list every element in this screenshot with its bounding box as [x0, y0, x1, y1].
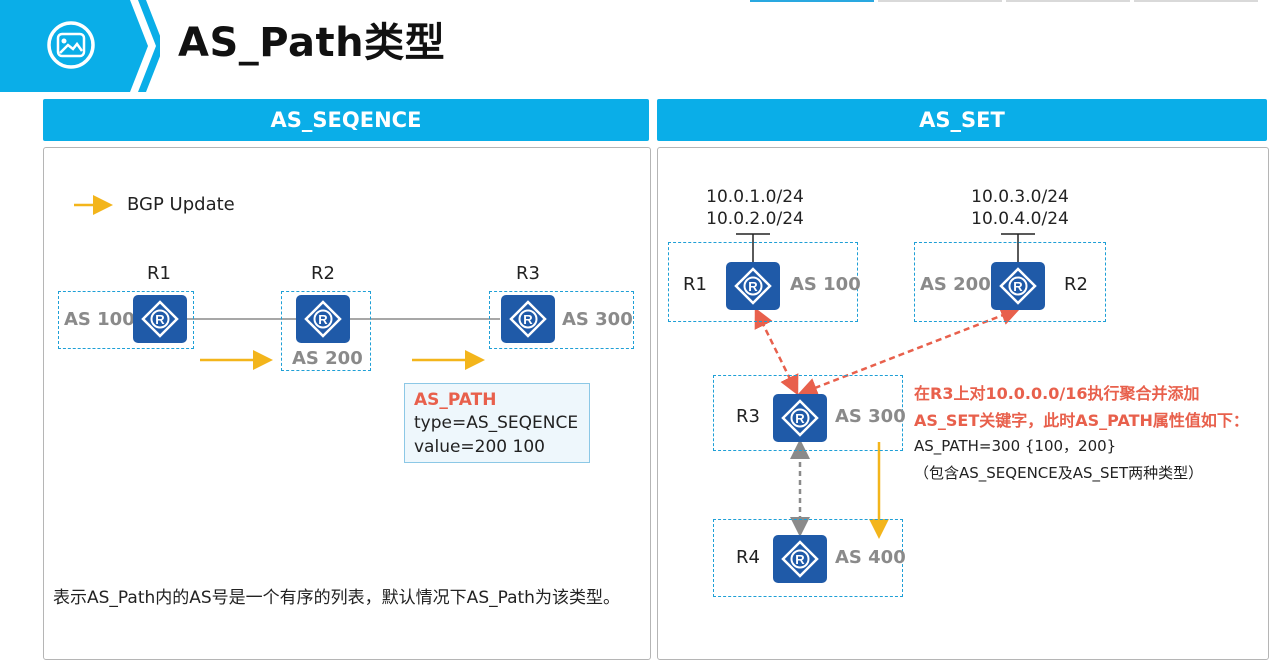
router-icon: R — [133, 295, 187, 343]
note-line-4: （包含AS_SEQENCE及AS_SET两种类型） — [914, 464, 1204, 482]
network-prefix: 10.0.3.0/24 — [971, 187, 1069, 207]
router-name-r1: R1 — [147, 263, 171, 284]
as-box-r3 — [713, 375, 903, 451]
as-box-200 — [281, 291, 371, 371]
section-header-as-set: AS_SET — [657, 99, 1267, 141]
as-label-100: AS 100 — [790, 274, 861, 295]
top-tab — [878, 0, 1002, 2]
network-prefix: 10.0.1.0/24 — [706, 187, 804, 207]
router-icon: R — [501, 295, 555, 343]
as-box-r2 — [914, 242, 1106, 322]
info-title: AS_PATH — [414, 390, 497, 410]
description-text: 表示AS_Path内的AS号是一个有序的列表，默认情况下AS_Path为该类型。 — [53, 588, 620, 608]
note-line-1: 在R3上对10.0.0.0/16执行聚合并添加 — [914, 384, 1200, 403]
as-box-300 — [489, 291, 634, 349]
note-line-2: AS_SET关键字，此时AS_PATH属性值如下： — [914, 411, 1249, 430]
as-box-r1 — [668, 242, 858, 322]
svg-text:R: R — [155, 312, 165, 327]
router-icon: R — [773, 535, 827, 583]
right-panel — [657, 147, 1269, 660]
as-path-info-box: AS_PATH type=AS_SEQENCE value=200 100 — [404, 383, 590, 463]
network-prefix: 10.0.4.0/24 — [971, 209, 1069, 229]
as-box-100 — [58, 291, 194, 349]
router-name-r3: R3 — [516, 263, 540, 284]
router-icon: R — [991, 262, 1045, 310]
info-value: value=200 100 — [414, 437, 545, 457]
as-label-300: AS 300 — [835, 406, 906, 427]
r1-networks: 10.0.1.0/24 10.0.2.0/24 — [700, 186, 810, 230]
router-name-r1: R1 — [683, 274, 707, 295]
note-line-3: AS_PATH=300 {100，200} — [914, 437, 1117, 455]
as-label-300: AS 300 — [562, 309, 633, 330]
svg-text:R: R — [795, 411, 805, 426]
as-label-200: AS 200 — [292, 348, 363, 369]
r2-networks: 10.0.3.0/24 10.0.4.0/24 — [965, 186, 1075, 230]
svg-text:R: R — [318, 312, 328, 327]
router-icon: R — [773, 394, 827, 442]
svg-text:R: R — [523, 312, 533, 327]
as-label-400: AS 400 — [835, 547, 906, 568]
svg-text:R: R — [795, 552, 805, 567]
router-icon: R — [296, 295, 350, 343]
as-box-r4 — [713, 519, 903, 597]
network-prefix: 10.0.2.0/24 — [706, 209, 804, 229]
router-name-r2: R2 — [1064, 274, 1088, 295]
info-type: type=AS_SEQENCE — [414, 413, 579, 433]
as-label-200: AS 200 — [920, 274, 991, 295]
top-tab-active — [750, 0, 874, 2]
image-icon — [47, 21, 95, 69]
top-tab — [1006, 0, 1130, 2]
router-name-r3: R3 — [736, 406, 760, 427]
page-title: AS_Path类型 — [178, 20, 446, 66]
top-tab — [1134, 0, 1258, 2]
section-header-as-seqence: AS_SEQENCE — [43, 99, 649, 141]
as-label-100: AS 100 — [64, 309, 135, 330]
router-icon: R — [726, 262, 780, 310]
svg-text:R: R — [1013, 279, 1023, 294]
router-name-r2: R2 — [311, 263, 335, 284]
svg-text:R: R — [748, 279, 758, 294]
legend-label: BGP Update — [127, 194, 235, 215]
router-name-r4: R4 — [736, 547, 760, 568]
